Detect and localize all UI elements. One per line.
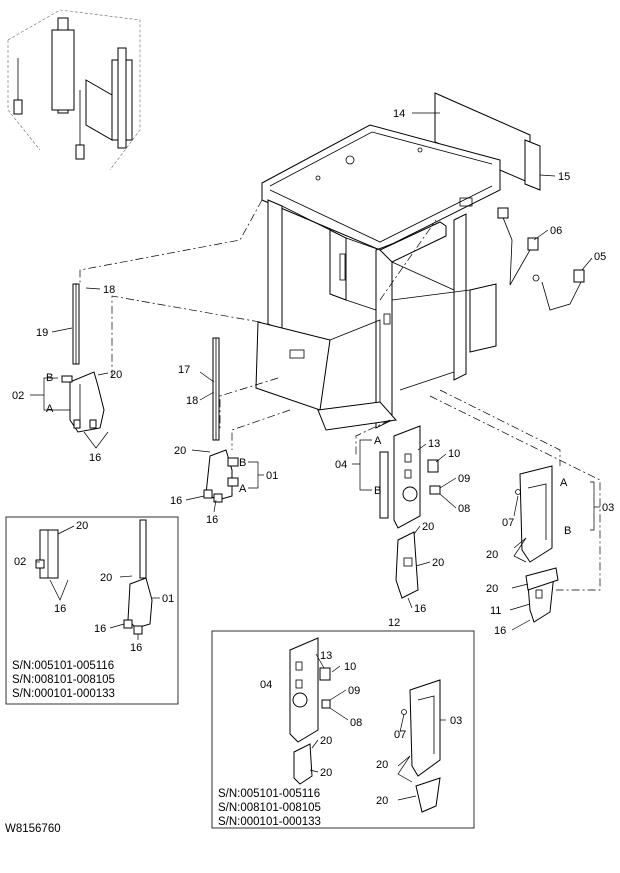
label-17: 17 [178,364,190,376]
label-16-left: 16 [89,452,101,464]
label-20-pillar-b: 20 [432,557,444,569]
label-20-pillar-a: 20 [422,521,434,533]
label-20-left: 20 [110,369,122,381]
label-16-rear: 16 [494,625,506,637]
inset-left-label-01: 01 [162,593,174,605]
inset-right-serial-3: S/N:000101-000133 [218,816,321,828]
inset-right-label-20a: 20 [320,735,332,747]
label-B-right: B [374,485,381,497]
label-05: 05 [594,251,606,263]
label-B-rear: B [564,525,571,537]
inset-right-label-09: 09 [348,685,360,697]
label-B-center: B [239,457,246,469]
rear-pillar-trim [515,465,559,623]
inset-right-label-20c: 20 [376,759,388,771]
label-A-left: A [46,403,54,415]
cab-frame [255,124,501,431]
inset-right-label-20b: 20 [320,767,332,779]
leader-lines [30,112,600,801]
label-10: 10 [448,448,460,460]
inset-left-serial-3: S/N:000101-000133 [12,688,115,700]
thumbnail-cab-view [7,9,141,171]
label-16-center-b: 16 [206,514,218,526]
inset-right-label-07: 07 [394,729,406,741]
inset-left-label-16b: 16 [94,623,106,635]
label-14: 14 [393,108,405,120]
left-pillar-trim [61,283,105,433]
label-18-lower: 18 [186,395,198,407]
label-A-right: A [374,435,382,447]
label-13: 13 [428,438,440,450]
label-16-center-a: 16 [170,495,182,507]
label-20-rear-b: 20 [486,583,498,595]
center-pillar-trim [203,337,239,503]
label-20-center: 20 [174,445,186,457]
label-18-upper: 18 [103,284,115,296]
label-B-left: B [46,372,53,384]
inset-left-label-16a: 16 [54,603,66,615]
inset-right-label-03: 03 [450,715,462,727]
drawing-reference-code: W8156760 [5,823,61,835]
inset-right-label-20d: 20 [376,795,388,807]
inset-left-label-20a: 20 [76,520,88,532]
inset-left-serial-2: S/N:008101-008105 [12,674,115,686]
label-15: 15 [558,171,570,183]
label-11: 11 [490,605,501,617]
inset-left-label-16c: 16 [130,642,142,654]
label-12: 12 [388,617,400,629]
inset-right-label-04: 04 [260,679,272,691]
inset-left [5,516,179,705]
label-09: 09 [458,473,470,485]
roof-cover-panel [434,92,541,191]
inset-left-labels: 20 02 16 20 01 16 16 S/N:005101-005116 S… [12,520,174,700]
inset-right-label-08: 08 [350,717,362,729]
label-04: 04 [335,459,347,471]
inset-left-label-20b: 20 [100,572,112,584]
label-03: 03 [602,502,614,514]
label-08: 08 [458,503,470,515]
inset-right-label-10: 10 [344,661,356,673]
inset-right-serial-2: S/N:008101-008105 [218,802,321,814]
label-A-rear: A [560,477,568,489]
front-right-pillar-trim [379,425,441,599]
label-A-center: A [239,483,247,495]
label-16-pillar: 16 [414,603,426,615]
inset-right [211,630,475,829]
inset-right-serial-1: S/N:005101-005116 [218,788,320,800]
harness-assemblies [497,207,585,311]
reference-lines [79,199,601,591]
main-labels: 14 15 06 05 18 19 20 02 B A 16 17 18 20 … [12,108,614,637]
label-06: 06 [550,225,562,237]
label-07: 07 [502,517,514,529]
inset-right-label-13: 13 [320,650,332,662]
inset-right-labels: 13 10 04 09 08 20 20 07 03 20 20 S/N:005… [218,650,462,828]
inset-left-label-02: 02 [14,556,26,568]
inset-left-serial-1: S/N:005101-005116 [12,660,114,672]
label-01: 01 [266,470,278,482]
label-20-rear-a: 20 [486,549,498,561]
label-19: 19 [36,327,48,339]
label-02: 02 [12,390,24,402]
